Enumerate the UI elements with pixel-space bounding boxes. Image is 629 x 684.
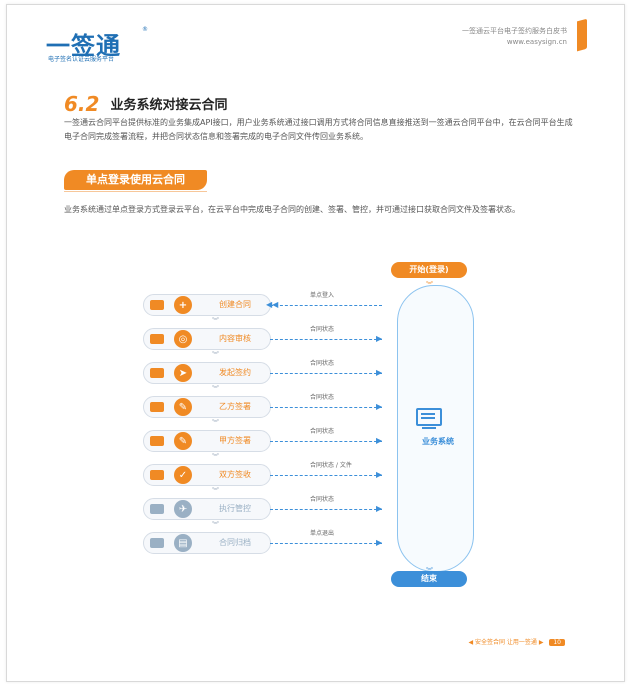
step-marker <box>150 334 164 344</box>
business-system-label: 业务系统 <box>422 437 454 446</box>
subsection-underline <box>64 191 207 192</box>
page-footer: ◀ 安全签合同 让用一签通 ▶ 10 <box>468 637 565 646</box>
down-chevron-icon: ︾ <box>212 351 219 359</box>
subsection-title: 单点登录使用云合同 <box>64 170 207 190</box>
flow-connector: 合同状态 ▶ <box>270 326 383 344</box>
down-chevron-icon: ︾ <box>212 487 219 495</box>
check-icon: ✓ <box>174 466 192 484</box>
document-page <box>6 4 625 682</box>
flow-step-label: 发起签约 <box>219 368 251 377</box>
connector-line <box>270 339 382 340</box>
flow-step-label: 甲方签署 <box>219 436 251 445</box>
flow-step: ▤ 合同归档 <box>143 532 271 554</box>
down-chevron-icon: ︾ <box>212 317 219 325</box>
connector-line <box>270 441 382 442</box>
section-number: 6.2 <box>64 92 100 116</box>
connector-line <box>270 509 382 510</box>
pen-icon: ✎ <box>174 398 192 416</box>
connector-label: 合同状态 <box>310 326 335 333</box>
step-marker <box>150 538 164 548</box>
flow-connector: 合同状态 ▶ <box>270 360 383 378</box>
footer-text: ◀ 安全签合同 让用一签通 ▶ <box>468 639 544 646</box>
registered-mark: ® <box>142 26 148 33</box>
connector-label: 单点退出 <box>310 530 335 537</box>
down-chevron-icon: ︾ <box>212 385 219 393</box>
connector-line <box>270 543 382 544</box>
connector-label: 合同状态 <box>310 360 335 367</box>
flow-step-label: 创建合同 <box>219 300 251 309</box>
step-marker <box>150 300 164 310</box>
flow-step-label: 双方签收 <box>219 470 251 479</box>
step-marker <box>150 504 164 514</box>
header-tab-decoration <box>577 18 587 52</box>
flow-step: ◎ 内容审核 <box>143 328 271 350</box>
step-marker <box>150 368 164 378</box>
archive-icon: ▤ <box>174 534 192 552</box>
monitor-icon <box>416 408 442 426</box>
header-slogan: 一签通云平台电子签约服务白皮书 <box>462 27 567 35</box>
step-marker <box>150 470 164 480</box>
flow-step-label: 执行管控 <box>219 504 251 513</box>
flow-step: ➤ 发起签约 <box>143 362 271 384</box>
brand-logo: 一签通 ® 电子签名认证云服务平台 <box>46 26 156 66</box>
flow-step-label: 内容审核 <box>219 334 251 343</box>
flow-step: ✎ 甲方签署 <box>143 430 271 452</box>
connector-label: 合同状态 <box>310 496 335 503</box>
page-number: 10 <box>549 639 565 646</box>
flow-step-label: 乙方签署 <box>219 402 251 411</box>
down-chevron-icon: ︾ <box>212 453 219 461</box>
arrow-left-icon: ◀◀ <box>266 300 279 309</box>
section-intro: 一签通云合同平台提供标准的业务集成API接口，用户业务系统通过接口调用方式将合同… <box>64 118 573 141</box>
flow-connector: 单点登入 ◀◀ <box>266 292 382 310</box>
send-icon: ➤ <box>174 364 192 382</box>
subsection-text: 业务系统通过单点登录方式登录云平台，在云平台中完成电子合同的创建、签署、管控，并… <box>64 205 520 214</box>
arrow-right-icon: ▶ <box>376 402 383 411</box>
down-chevron-icon: ︾ <box>212 419 219 427</box>
flow-connector: 单点退出 ▶ <box>270 530 383 548</box>
connector-label: 单点登入 <box>310 292 335 299</box>
start-chevron: ︾ <box>426 281 433 289</box>
header-info: 一签通云平台电子签约服务白皮书 www.easysign.cn <box>462 26 567 48</box>
section-title: 业务系统对接云合同 <box>110 98 228 113</box>
arrow-right-icon: ▶ <box>376 334 383 343</box>
arrow-right-icon: ▶ <box>376 368 383 377</box>
connector-line <box>270 373 382 374</box>
flow-step: ✎ 乙方签署 <box>143 396 271 418</box>
section-heading: 6.2 业务系统对接云合同 <box>64 92 228 116</box>
flow-step: + 创建合同 <box>143 294 271 316</box>
flow-connector: 合同状态 ▶ <box>270 428 383 446</box>
start-pill: 开始(登录) <box>391 262 467 278</box>
connector-line <box>270 475 382 476</box>
down-chevron-icon: ︾ <box>212 521 219 529</box>
step-marker <box>150 402 164 412</box>
plus-icon: + <box>174 296 192 314</box>
connector-label: 合同状态 <box>310 428 335 435</box>
logo-subtitle: 电子签名认证云服务平台 <box>48 56 115 63</box>
header-website: www.easysign.cn <box>506 38 567 46</box>
flow-step: ✓ 双方签收 <box>143 464 271 486</box>
flow-connector: 合同状态 / 文件 ▶ <box>270 462 383 480</box>
connector-line <box>270 305 382 306</box>
arrow-right-icon: ▶ <box>376 470 383 479</box>
arrow-right-icon: ▶ <box>376 538 383 547</box>
flow-connector: 合同状态 ▶ <box>270 394 383 412</box>
flow-connector: 合同状态 ▶ <box>270 496 383 514</box>
logo-wordmark: 一签通 <box>46 32 121 60</box>
arrow-right-icon: ▶ <box>376 504 383 513</box>
connector-label: 合同状态 / 文件 <box>310 462 352 469</box>
rocket-icon: ✈ <box>174 500 192 518</box>
pen-icon: ✎ <box>174 432 192 450</box>
connector-label: 合同状态 <box>310 394 335 401</box>
flow-step: ✈ 执行管控 <box>143 498 271 520</box>
flow-step-label: 合同归档 <box>219 538 251 547</box>
end-pill: 结束 <box>391 571 467 587</box>
magnifier-icon: ◎ <box>174 330 192 348</box>
connector-line <box>270 407 382 408</box>
step-marker <box>150 436 164 446</box>
arrow-right-icon: ▶ <box>376 436 383 445</box>
monitor-stand <box>422 427 436 429</box>
